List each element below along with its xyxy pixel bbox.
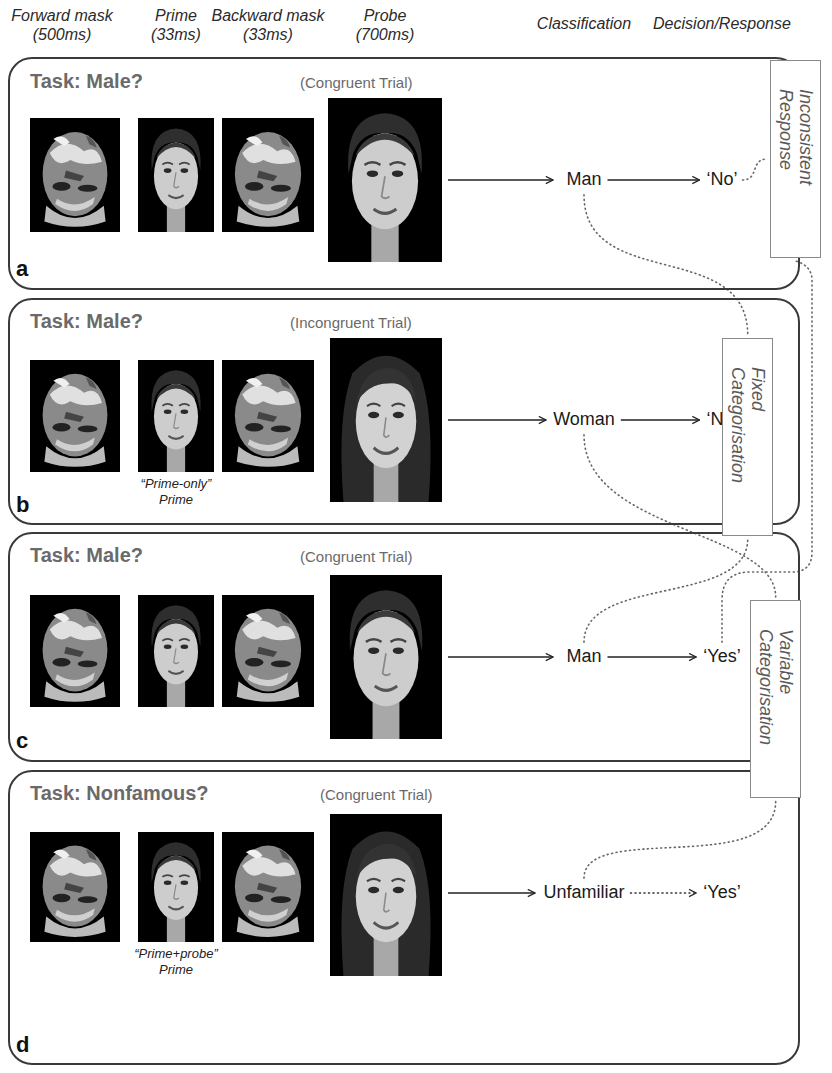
node-text: Woman [553,409,615,429]
task-heading: Task: Male? [30,544,143,567]
trial-type: (Congruent Trial) [300,74,413,91]
panel-letter: d [16,1032,29,1058]
node-text: Fixed Categorisation [727,367,768,507]
prime-photo [138,595,214,707]
mask-photo [30,360,120,472]
dotted-connector [631,892,697,894]
task-heading: Task: Nonfamous? [30,782,209,805]
node-text: Man [566,169,601,189]
node-text: ‘Yes’ [703,646,740,666]
mask-photo [30,118,120,232]
panel-letter: a [16,256,28,282]
prime-photo [138,360,214,472]
classification-word: Unfamiliar [541,881,626,905]
mask-photo [222,360,314,472]
dotted-connector [584,801,776,878]
probe-arrow [448,892,535,893]
trial-panel: Task: Nonfamous? (Congruent Trial) “Prime+… [8,770,800,1065]
column-heading: Backward mask (33ms) [208,6,328,44]
probe-arrow [448,419,546,420]
probe-arrow [448,179,553,180]
classification-word: Man [564,645,603,669]
node-text: Variable Categorisation [755,629,796,769]
trial-type: (Congruent Trial) [320,786,433,803]
dotted-connector [584,539,748,642]
task-heading: Task: Male? [30,70,143,93]
column-heading: Forward mask (500ms) [7,6,117,44]
category-box: Variable Categorisation [750,600,801,798]
dotted-connector [584,195,748,335]
classification-word: Man [564,168,603,192]
mask-photo [30,595,120,707]
node-text: Unfamiliar [543,882,624,902]
trial-type: (Congruent Trial) [300,548,413,565]
mask-photo [222,595,314,707]
response-word: ‘No’ [704,168,739,192]
column-heading: Probe (700ms) [345,6,425,44]
probe-photo [328,98,442,262]
node-text: Inconsistent Response [775,89,816,229]
node-text: ‘Yes’ [703,882,740,902]
arrow-connector [608,179,700,180]
probe-photo [330,338,442,502]
response-word: ‘Yes’ [701,881,742,905]
arrow-connector [621,419,700,420]
mask-photo [222,118,314,232]
probe-arrow [448,656,553,657]
arrow-connector [608,656,697,657]
node-text: Man [566,646,601,666]
classification-word: Woman [551,408,617,432]
probe-photo [330,575,442,739]
category-box: Inconsistent Response [770,60,821,258]
column-heading: Decision/Response [622,14,822,33]
mask-photo [222,832,314,942]
probe-photo [330,814,442,976]
response-word: ‘Yes’ [701,645,742,669]
prime-photo [138,832,214,942]
panel-letter: b [16,492,29,518]
prime-note: “Prime+probe” Prime [124,946,228,977]
trial-panel: Task: Male? (Congruent Trial) a Man ‘No’ [8,57,800,290]
task-heading: Task: Male? [30,310,143,333]
mask-photo [30,832,120,942]
prime-photo [138,118,214,232]
prime-note: “Prime-only” Prime [124,476,228,507]
panel-letter: c [16,728,28,754]
category-box: Fixed Categorisation [722,338,773,536]
trial-panel: Task: Male? (Incongruent Trial) “Prime-onl… [8,298,800,525]
dotted-connector [743,159,768,180]
trial-type: (Incongruent Trial) [290,314,412,331]
column-heading: Prime (33ms) [141,6,211,44]
trial-panel: Task: Male? (Congruent Trial) c Man ‘Yes’ [8,532,800,762]
node-text: ‘No’ [706,169,737,189]
